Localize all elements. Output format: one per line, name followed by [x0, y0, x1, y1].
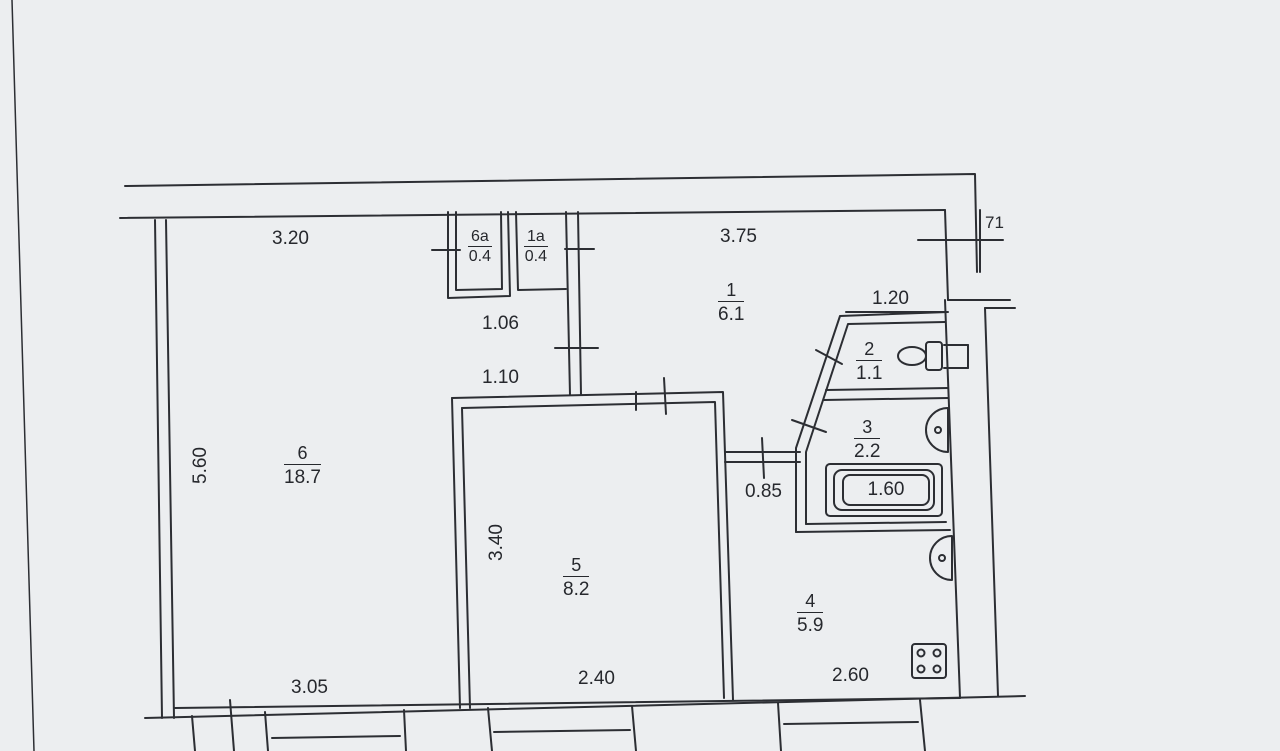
- room-1-label: 1 6.1: [718, 281, 745, 325]
- room-3-number: 3: [854, 418, 881, 439]
- room5-left-outer: [451, 397, 461, 709]
- window-4-line: [783, 721, 919, 725]
- passage-tick: [761, 437, 765, 479]
- toilet-bowl: [897, 346, 927, 366]
- bathtub-inner: [833, 469, 935, 511]
- room-3-area: 2.2: [854, 441, 881, 462]
- inner-wall-top: [119, 209, 946, 219]
- bath-bottom: [795, 529, 951, 533]
- room-2-label: 2 1.1: [856, 340, 883, 384]
- room-5-label: 5 8.2: [563, 556, 590, 600]
- bath-sink-drain: [934, 426, 942, 434]
- bath-block-inner: [805, 321, 946, 525]
- room-6a-label: 6a 0.4: [468, 229, 492, 265]
- closet-divider-2: [577, 211, 582, 396]
- dim-passage: 0.85: [745, 481, 782, 502]
- bath-bottom-inner: [805, 521, 947, 525]
- room-3-label: 3 2.2: [854, 418, 881, 462]
- room-5-area: 8.2: [563, 579, 590, 600]
- window-3-line: [493, 729, 631, 733]
- room-2-area: 1.1: [856, 363, 883, 384]
- room5-outer: [451, 391, 734, 701]
- room-4-label: 4 5.9: [797, 592, 824, 636]
- room-5-number: 5: [563, 556, 590, 577]
- corner-wall: [944, 209, 949, 301]
- dim-bath-width: 1.20: [872, 288, 909, 309]
- door-tick-2: [663, 377, 667, 415]
- bathtub: [825, 463, 943, 517]
- page-edge-line: [11, 0, 35, 751]
- dim-left-height: 5.60: [189, 447, 211, 484]
- dim-corridor-lower: 1.10: [482, 367, 519, 388]
- window-3-left: [487, 707, 493, 751]
- toilet-tank: [925, 341, 943, 371]
- room-1a-number: 1a: [524, 229, 548, 247]
- room-2-number: 2: [856, 340, 883, 361]
- closet-divider: [565, 211, 571, 396]
- window-1-right: [229, 699, 235, 751]
- room-6a-area: 0.4: [468, 248, 492, 265]
- room-6-label: 6 18.7: [284, 444, 321, 487]
- dim-bottom-mid: 2.40: [578, 668, 615, 689]
- right-wall-outer: [984, 307, 999, 697]
- window-2-left: [264, 711, 269, 751]
- bath-sink: [925, 407, 949, 453]
- inner-wall-bottom: [174, 697, 961, 709]
- door-mark-bath: [791, 419, 827, 433]
- room5-inner: [461, 401, 725, 699]
- dim-top-left: 3.20: [272, 228, 309, 249]
- room-1-number: 1: [718, 281, 745, 302]
- room-1a-area: 0.4: [524, 248, 548, 265]
- room-1-area: 6.1: [718, 304, 745, 325]
- room-4-area: 5.9: [797, 615, 824, 636]
- left-wall-outer: [154, 219, 163, 719]
- room-1a-label: 1a 0.4: [524, 229, 548, 265]
- kitchen-sink-drain: [938, 554, 946, 562]
- bathtub-label: 1.60: [842, 474, 930, 506]
- window-2-line: [271, 735, 401, 739]
- wc-divider-2: [823, 397, 949, 401]
- left-wall-inner: [165, 219, 175, 719]
- stove: [911, 643, 947, 679]
- window-2-right: [403, 709, 407, 751]
- outer-wall-top: [124, 173, 978, 273]
- wc-divider-1: [825, 387, 949, 391]
- dim-room5-height: 3.40: [485, 524, 507, 561]
- closet-1a: [515, 211, 567, 291]
- dim-top-right: 3.75: [720, 226, 757, 247]
- window-1-left: [191, 715, 196, 751]
- window-4-left: [777, 702, 782, 751]
- window-3-right: [631, 705, 637, 751]
- room-6-area: 18.7: [284, 467, 321, 488]
- door-mark-wc: [815, 349, 843, 365]
- closet-6a: [447, 211, 511, 299]
- kitchen-sink: [929, 535, 953, 581]
- window-4-right: [919, 699, 926, 751]
- dim-corridor-upper: 1.06: [482, 313, 519, 334]
- room-6a-number: 6a: [468, 229, 492, 247]
- room-6-number: 6: [284, 444, 321, 465]
- dim-bottom-right: 2.60: [832, 665, 869, 686]
- dim-bottom-left: 3.05: [291, 677, 328, 698]
- right-wall-inner: [944, 299, 961, 699]
- bath-block-outer: [795, 311, 949, 533]
- dim-corner: 71: [985, 213, 1004, 232]
- room5-left-inner: [461, 407, 471, 709]
- room-4-number: 4: [797, 592, 824, 613]
